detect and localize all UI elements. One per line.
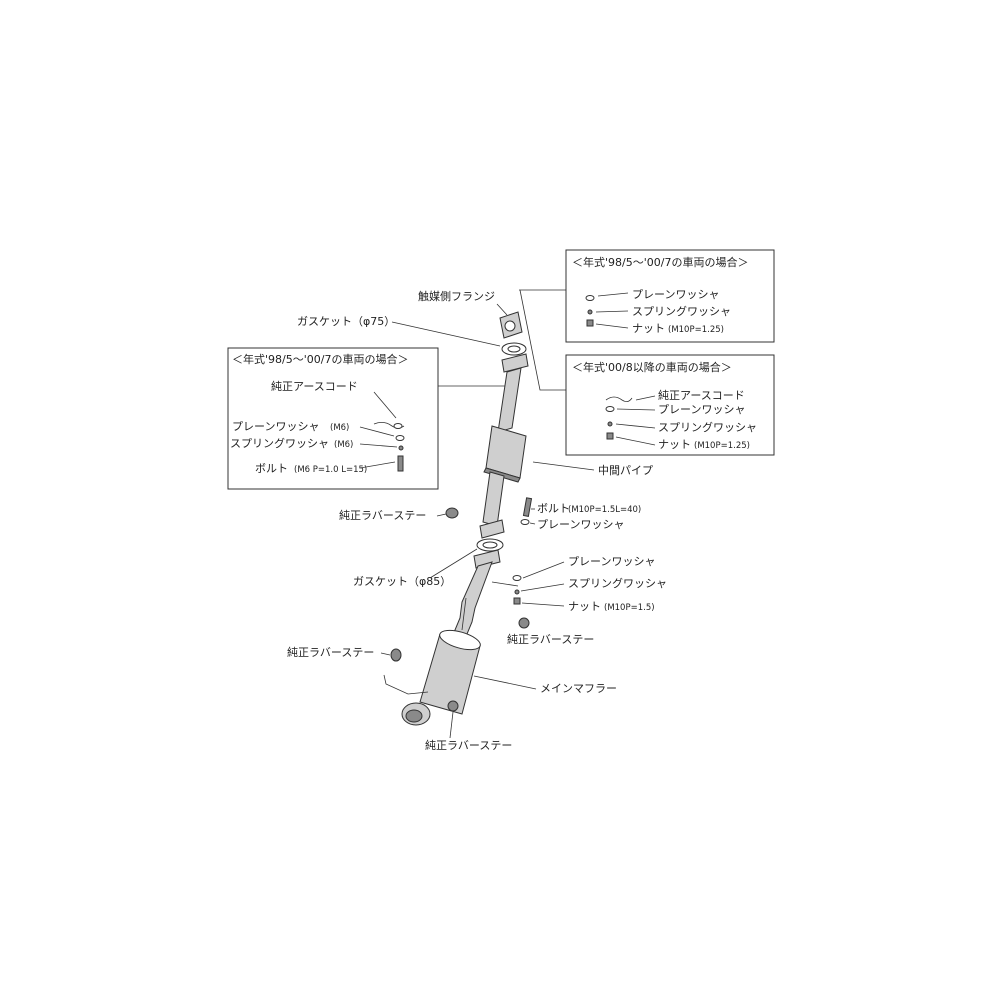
earth-cord-terminal-icon <box>393 423 403 429</box>
rubber-stay-1-label: 純正ラバーステー <box>339 509 426 522</box>
spring-washer-2-label: スプリングワッシャ <box>568 576 667 590</box>
left-spring-washer-label: スプリングワッシャ <box>230 436 329 450</box>
lower-right-plain-washer-label: プレーンワッシャ <box>658 403 745 416</box>
earth-cord-icon <box>605 396 633 402</box>
nut-m10-label: ナット <box>568 600 601 613</box>
center-pipe-lower <box>482 471 505 527</box>
plain-washer-icon <box>585 295 595 301</box>
upper-right-nut-spec: (M10P=1.25) <box>668 325 724 335</box>
exhaust-assembly <box>383 311 533 726</box>
rubber-stay-3 <box>390 648 402 662</box>
rubber-stay-1 <box>445 507 459 519</box>
left-plain-washer-label: プレーンワッシャ <box>232 420 319 433</box>
center-pipe-label: 中間パイプ <box>598 464 653 477</box>
plain-washer-2-label: プレーンワッシャ <box>568 555 655 568</box>
left-box: ＜年式'98/5〜'00/7の車両の場合＞ 純正アースコード プレーンワッシャ … <box>227 347 439 490</box>
plain-washer-1-label: プレーンワッシャ <box>537 518 624 531</box>
lower-right-nut-label: ナット <box>658 438 691 451</box>
upper-right-spring-washer-label: スプリングワッシャ <box>632 304 731 318</box>
gasket-85-label: ガスケット（φ85） <box>353 575 451 588</box>
bolt-m10-icon <box>522 497 533 517</box>
center-pipe-upper <box>497 367 522 433</box>
rubber-stay-2-label: 純正ラバーステー <box>507 633 594 646</box>
lower-right-nut-spec: (M10P=1.25) <box>694 441 750 451</box>
left-plain-washer-spec: (M6) <box>330 423 349 433</box>
spring-washer-icon <box>607 421 613 427</box>
rubber-stay-4 <box>447 700 459 712</box>
lower-right-box-header: ＜年式'00/8以降の車両の場合＞ <box>572 360 732 374</box>
lower-right-earth-cord-label: 純正アースコード <box>658 389 745 402</box>
bolt-icon <box>397 455 404 472</box>
nut-icon <box>606 432 614 440</box>
muffler-inlet-flange <box>473 549 501 569</box>
plain-washer-icon <box>395 435 405 441</box>
left-bolt-label: ボルト <box>255 462 288 475</box>
plain-washer-icon <box>605 406 615 412</box>
lower-right-spring-washer-label: スプリングワッシャ <box>658 420 757 434</box>
gasket-75-label: ガスケット（φ75） <box>297 315 395 328</box>
lower-right-box: ＜年式'00/8以降の車両の場合＞ 純正アースコード プレーンワッシャ スプリン… <box>565 354 775 456</box>
upper-right-box: ＜年式'98/5〜'00/7の車両の場合＞ プレーンワッシャ スプリングワッシャ… <box>565 249 775 343</box>
left-earth-cord-label: 純正アースコード <box>271 380 358 393</box>
bolt-m10-label: ボルト <box>537 502 570 515</box>
spring-washer-icon <box>398 445 404 451</box>
upper-right-box-header: ＜年式'98/5〜'00/7の車両の場合＞ <box>572 255 748 269</box>
rubber-stay-3-label: 純正ラバーステー <box>287 646 374 659</box>
main-muffler-label: メインマフラー <box>540 682 617 695</box>
catalyst-flange-label: 触媒側フランジ <box>418 289 495 303</box>
left-bolt-spec: (M6 P=1.0 L=15) <box>294 465 367 475</box>
left-spring-washer-spec: (M6) <box>334 440 353 450</box>
bolt-m10-spec: (M10P=1.5L=40) <box>568 505 641 515</box>
rubber-stay-2 <box>518 617 530 629</box>
spring-washer-icon <box>587 309 593 315</box>
nut-m10-spec: (M10P=1.5) <box>604 603 655 613</box>
rubber-stay-4-label: 純正ラバーステー <box>425 739 512 752</box>
upper-right-plain-washer-label: プレーンワッシャ <box>632 288 719 301</box>
left-box-header: ＜年式'98/5〜'00/7の車両の場合＞ <box>232 352 408 366</box>
nut-icon <box>586 319 594 327</box>
upper-right-nut-label: ナット <box>632 322 665 335</box>
